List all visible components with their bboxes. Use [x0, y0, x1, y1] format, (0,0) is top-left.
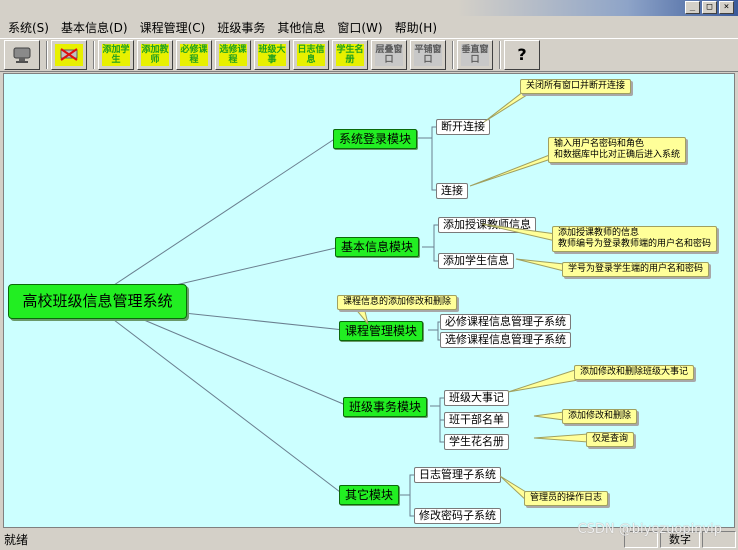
student-roster-button[interactable]: 学生名册 [332, 40, 368, 70]
maximize-button[interactable]: □ [702, 1, 717, 14]
leaf-elective-course-sub[interactable]: 选修课程信息管理子系统 [440, 332, 571, 348]
computer-icon [8, 44, 36, 66]
help-icon: ? [517, 45, 527, 64]
note-teacher-line-1: 添加授课教师的信息 [558, 228, 640, 238]
menu-system[interactable]: 系统(S) [8, 20, 49, 35]
leaf-connect[interactable]: 连接 [436, 183, 468, 199]
vertical-windows-icon: 垂直窗口 [461, 44, 489, 66]
menu-class-affairs[interactable]: 班级事务 [217, 20, 266, 35]
note-log: 管理员的操作日志 [524, 491, 609, 506]
note-roster: 仅是查询 [586, 432, 635, 447]
note-events: 添加修改和删除班级大事记 [574, 365, 695, 380]
module-other[interactable]: 其它模块 [339, 485, 400, 505]
leaf-add-student-info[interactable]: 添加学生信息 [438, 253, 514, 269]
student-roster-icon: 学生名册 [336, 44, 364, 66]
disconnect-button[interactable] [51, 40, 87, 70]
close-button[interactable]: × [719, 1, 734, 14]
tile-windows-button[interactable]: 平铺窗口 [410, 40, 446, 70]
note-cadre: 添加修改和删除 [562, 409, 638, 424]
class-events-icon: 班级大事 [258, 44, 286, 66]
mindmap-root: 高校班级信息管理系统 [8, 284, 187, 319]
module-course[interactable]: 课程管理模块 [339, 321, 424, 341]
menu-bar: 系统(S) 基本信息(D) 课程管理(C) 班级事务 其他信息 窗口(W) 帮助… [0, 17, 738, 37]
required-course-button[interactable]: 必修课程 [176, 40, 212, 70]
leaf-log-sub[interactable]: 日志管理子系统 [414, 467, 501, 483]
leaf-cadre-roster[interactable]: 班干部名单 [444, 412, 509, 428]
menu-other-info[interactable]: 其他信息 [277, 20, 326, 35]
add-student-icon: 添加学生 [102, 44, 130, 66]
leaf-class-events[interactable]: 班级大事记 [444, 390, 509, 406]
mindmap-canvas: 高校班级信息管理系统 系统登录模块 基本信息模块 课程管理模块 班级事务模块 其… [3, 73, 735, 528]
module-affairs[interactable]: 班级事务模块 [343, 397, 428, 417]
add-teacher-button[interactable]: 添加教师 [137, 40, 173, 70]
callout-pointers [352, 87, 589, 504]
status-pane-blank [624, 531, 658, 548]
module-basic[interactable]: 基本信息模块 [335, 237, 420, 257]
note-course: 课程信息的添加修改和删除 [337, 295, 458, 310]
leaf-required-course-sub[interactable]: 必修课程信息管理子系统 [440, 314, 571, 330]
watermark-text: CSDN @biyezuopinvip [577, 522, 722, 537]
leaf-student-roster[interactable]: 学生花名册 [444, 434, 509, 450]
toolbar-separator [93, 41, 95, 69]
status-pane-blank [702, 531, 736, 548]
note-connect: 输入用户名密码和角色 和数据库中比对正确后进入系统 [548, 137, 687, 163]
leaf-password-sub[interactable]: 修改密码子系统 [414, 508, 501, 524]
note-connect-line-2: 和数据库中比对正确后进入系统 [554, 150, 681, 160]
note-teacher-line-2: 教师编号为登录教师端的用户名和密码 [558, 239, 712, 249]
help-button[interactable]: ? [504, 40, 540, 70]
add-student-button[interactable]: 添加学生 [98, 40, 134, 70]
elective-course-icon: 选修课程 [219, 44, 247, 66]
menu-basic-info[interactable]: 基本信息(D) [60, 20, 128, 35]
tile-windows-icon: 平铺窗口 [414, 44, 442, 66]
disconnect-icon [55, 44, 83, 66]
status-numlock: 数字 [660, 531, 700, 548]
stack-windows-button[interactable]: 层叠窗口 [371, 40, 407, 70]
required-course-icon: 必修课程 [180, 44, 208, 66]
module-login[interactable]: 系统登录模块 [333, 129, 418, 149]
menu-window[interactable]: 窗口(W) [337, 20, 383, 35]
toolbar-separator [452, 41, 454, 69]
stack-windows-icon: 层叠窗口 [375, 44, 403, 66]
minimize-button[interactable]: _ [685, 1, 700, 14]
add-teacher-icon: 添加教师 [141, 44, 169, 66]
connect-button[interactable] [4, 40, 40, 70]
vertical-windows-button[interactable]: 垂直窗口 [457, 40, 493, 70]
note-student: 学号为登录学生端的用户名和密码 [562, 262, 710, 277]
toolbar-separator [499, 41, 501, 69]
title-bar: _ □ × [0, 0, 738, 16]
status-bar: 就绪 数字 [0, 529, 738, 550]
menu-course-management[interactable]: 课程管理(C) [139, 20, 206, 35]
elective-course-button[interactable]: 选修课程 [215, 40, 251, 70]
note-disconnect: 关闭所有窗口并断开连接 [520, 79, 632, 94]
log-info-button[interactable]: 日志信息 [293, 40, 329, 70]
toolbar-separator [46, 41, 48, 69]
toolbar: 添加学生 添加教师 必修课程 选修课程 班级大事 日志信息 学生名册 层叠窗口 … [0, 38, 738, 72]
leaf-disconnect[interactable]: 断开连接 [436, 119, 490, 135]
log-info-icon: 日志信息 [297, 44, 325, 66]
status-text: 就绪 [4, 532, 29, 547]
note-teacher: 添加授课教师的信息 教师编号为登录教师端的用户名和密码 [552, 226, 718, 252]
note-connect-line-1: 输入用户名密码和角色 [554, 139, 645, 149]
window-controls: _ □ × [685, 1, 734, 14]
class-events-button[interactable]: 班级大事 [254, 40, 290, 70]
menu-help[interactable]: 帮助(H) [394, 20, 437, 35]
